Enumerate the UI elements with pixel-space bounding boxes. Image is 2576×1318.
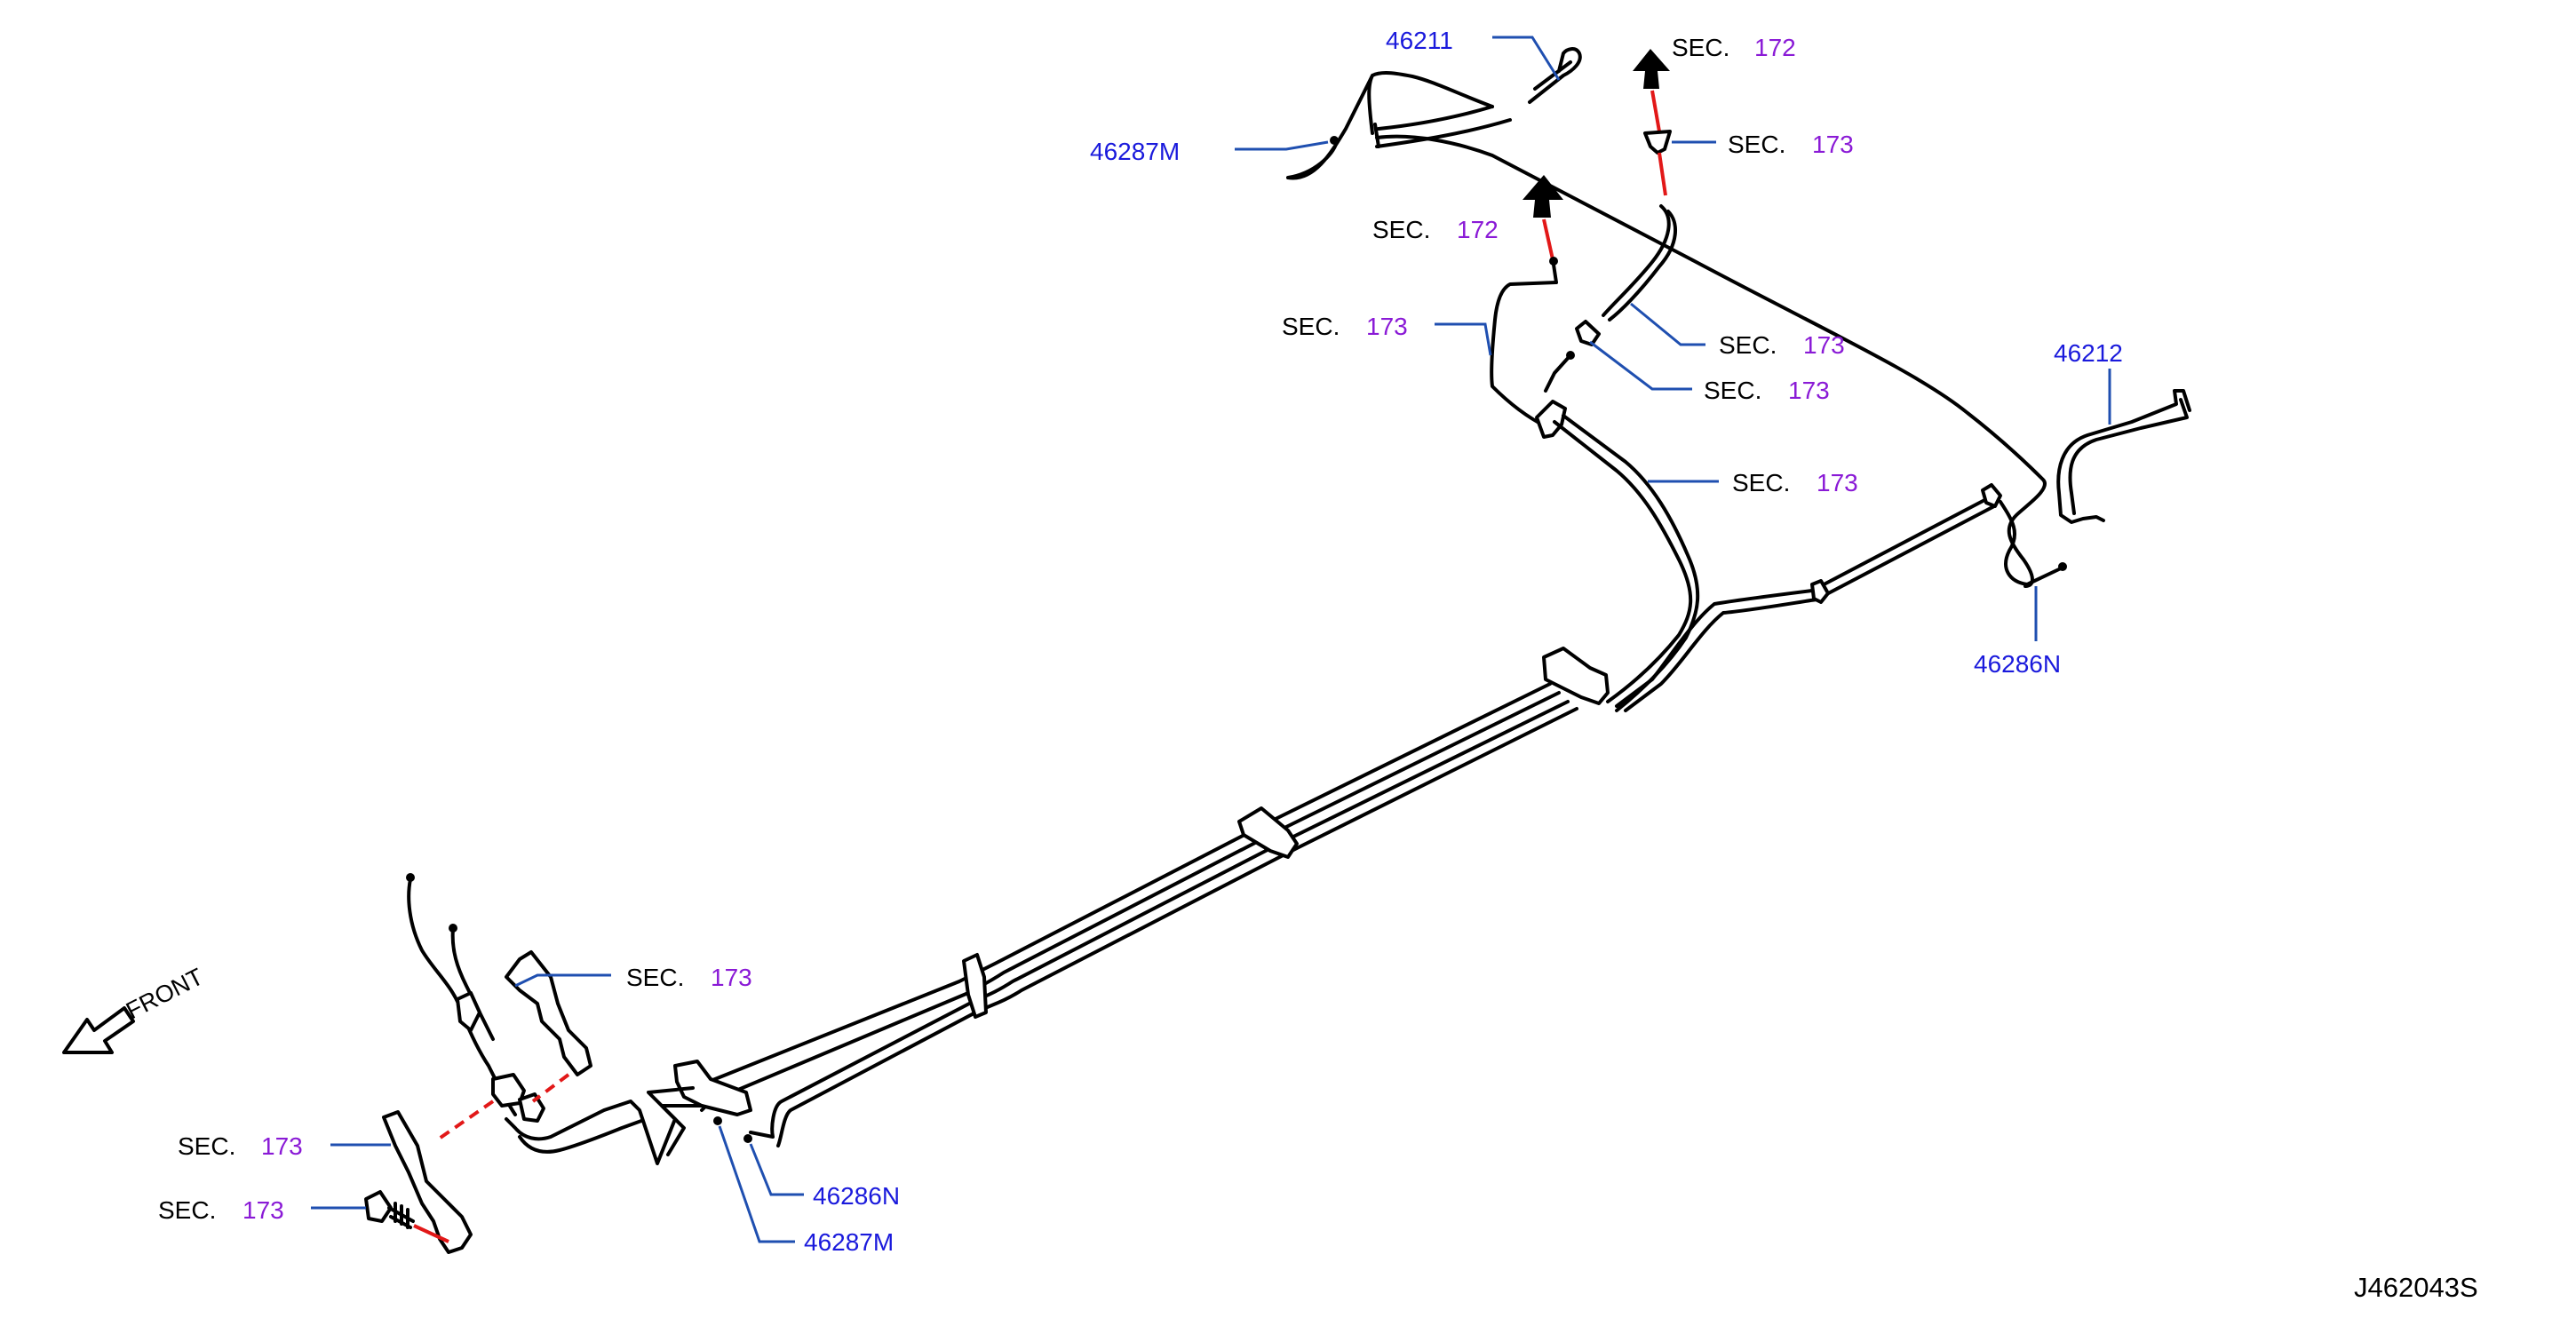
leader-sec173-hose-b [1589,340,1692,391]
leader-46287m-bottom [718,1125,795,1243]
sec-word-hose-a: SEC. [1719,331,1777,359]
rear-right-mid-clip [1810,579,1830,604]
front-bracket-upper [505,950,592,1076]
tube-right-to-mid [1615,496,1992,708]
label-46212: 46212 [2054,339,2123,367]
rear-hose-upper [1602,204,1678,322]
leader-sec173-hose-a [1630,302,1705,346]
front-zigzag-tube [505,1086,695,1165]
red-connector-mid [1542,218,1554,260]
rear-hose-end-dot [2058,562,2067,571]
bracket-46211 [1528,47,1582,104]
sec-word-mid-arrow: SEC. [1372,216,1430,243]
red-connector-front-2 [433,1100,495,1143]
sec-num-hose-a: 173 [1803,331,1845,359]
sec-word-left-upper: SEC. [1282,313,1340,340]
sec-num-front-bracket: 173 [711,964,752,991]
sec172-arrow-top [1633,49,1670,89]
bracket-46212 [2056,389,2191,524]
front-direction-arrow-icon [62,1006,135,1054]
sec-num-mid-arrow: 172 [1457,216,1499,243]
front-zigzag-tube-b [518,1104,704,1156]
mid-fitting-dot [1549,257,1558,266]
front-label: FRONT [122,963,207,1024]
hose-fitting-dot [1330,136,1339,145]
leader-46287m-top [1235,140,1329,151]
leader-sec173-front-bracket [514,973,611,988]
red-connector-front [531,1073,570,1103]
label-46287m-bottom: 46287M [804,1228,894,1256]
sec-num-bolt: 173 [242,1196,284,1224]
sec172-arrow-mid [1523,175,1563,218]
sec-word-front-lower: SEC. [178,1132,235,1160]
front-hose-left-b [450,926,495,1041]
leader-46286n-bottom [749,1143,804,1196]
rear-hose-46286n [1999,500,2063,586]
bundle-clip-2 [962,953,988,1019]
leader-46211 [1492,36,1561,81]
sec-num-left-upper: 173 [1366,313,1408,340]
front-fitting-dot-2 [743,1134,752,1143]
junction-clip-top [1535,400,1567,439]
sec-word-bolt: SEC. [158,1196,216,1224]
sec-word-top-arrow: SEC. [1672,34,1729,61]
tube-right-to-mid-b [1624,504,1996,712]
tube-bundle-b [700,691,1561,1112]
sec-num-front-lower: 173 [261,1132,303,1160]
diagram-code: J462043S [2354,1272,2478,1303]
main-brake-tube [1375,134,2047,588]
tube-bundle-d [776,707,1578,1147]
bundle-clip-1 [1237,806,1299,859]
sec-word-front-bracket: SEC. [626,964,684,991]
rear-right-clip [1981,483,2002,508]
sec-num-mid-right: 173 [1817,469,1858,496]
front-bracket-lower [382,1110,473,1254]
front-hose-end-2 [449,924,457,933]
label-46286n-right: 46286N [1974,650,2061,678]
small-fitting-right [1544,320,1601,393]
label-46211: 46211 [1386,27,1453,54]
sec-word-top-right: SEC. [1728,131,1785,158]
leader-sec173-left [1435,322,1492,356]
front-hose-clip-3 [518,1092,545,1123]
tube-pair-top-down-a [1553,420,1693,703]
junction-block-mid [1542,647,1610,705]
small-fitting-dot [1566,351,1575,360]
sec-num-hose-b: 173 [1788,377,1830,404]
red-connector-bolt [413,1224,449,1243]
front-hose-end-1 [406,873,415,882]
front-fitting-dot-1 [713,1116,722,1125]
red-connector-top [1650,90,1661,132]
tube-bundle-a [691,682,1552,1090]
sec-num-top-arrow: 172 [1754,34,1796,61]
fitting-sec173-top [1643,130,1672,155]
label-46287m-top: 46287M [1090,138,1180,165]
sec-word-hose-b: SEC. [1704,377,1761,404]
sec-word-mid-right: SEC. [1732,469,1790,496]
front-hose-lower [1373,105,1512,148]
sec-num-top-right: 173 [1812,131,1854,158]
front-hose-46287m [1286,71,1494,180]
label-46286n-bottom: 46286N [813,1182,900,1210]
front-hose-clip-1 [456,991,481,1032]
bolt-part [364,1190,415,1229]
red-connector-top-2 [1658,152,1667,196]
rear-tube-left [1490,263,1558,428]
